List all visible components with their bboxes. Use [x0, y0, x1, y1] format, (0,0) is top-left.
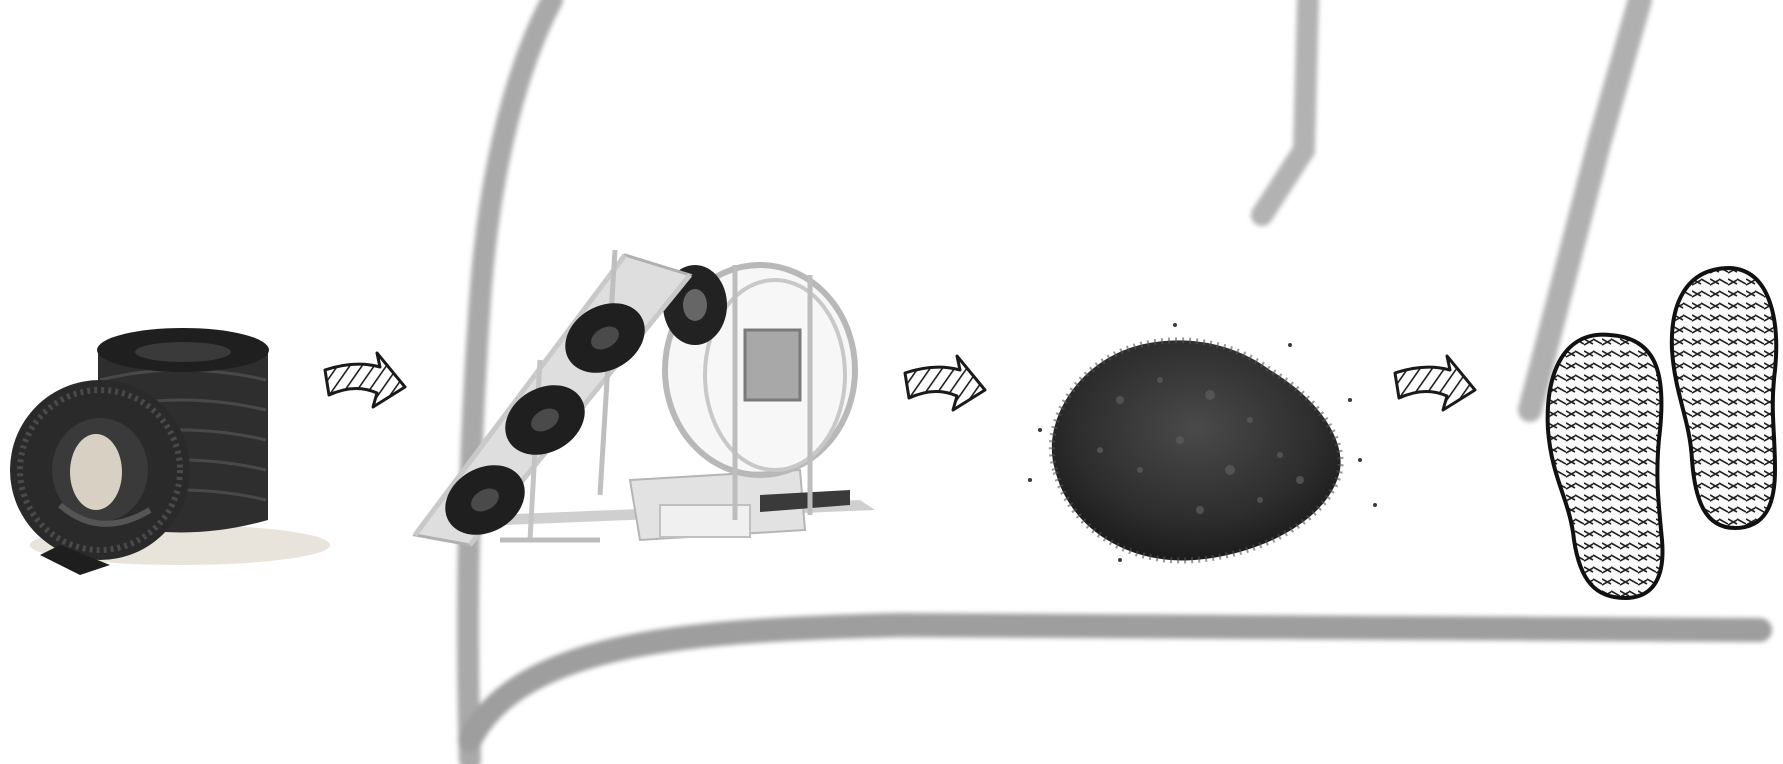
crumb-rubber-pile-icon [1028, 323, 1377, 562]
right-insole [1672, 268, 1776, 528]
hatched-arrow-icon [905, 356, 985, 410]
insoles-icon [1548, 268, 1777, 598]
hatched-arrow-icon [325, 353, 405, 407]
top-center-stroke [1262, 0, 1308, 215]
hatched-arrow-icon [1395, 356, 1475, 410]
tire-stack-icon [10, 328, 330, 575]
bottom-curved-stroke [470, 625, 1760, 740]
left-insole [1548, 335, 1663, 598]
